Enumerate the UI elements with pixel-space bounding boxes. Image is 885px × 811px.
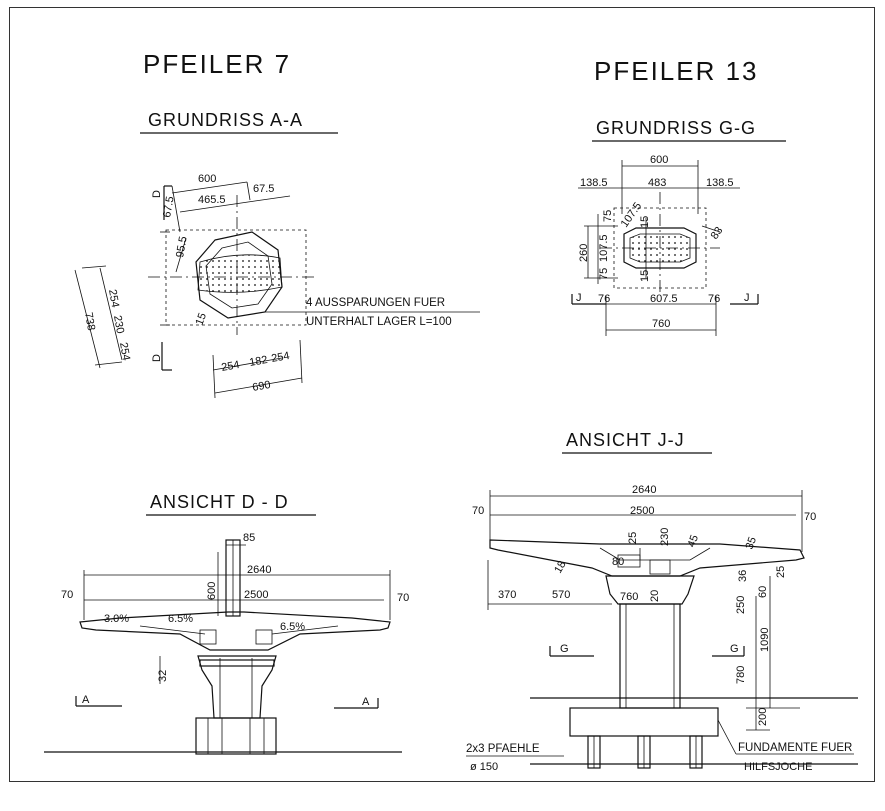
- foundation-label: FUNDAMENTE FUER: [738, 742, 852, 754]
- dim13-260: 260: [578, 244, 590, 262]
- pier13-plan-view: [571, 160, 759, 336]
- dim-2640: 2640: [247, 564, 271, 576]
- pier13-plan-title: GRUNDRISS G-G: [596, 118, 756, 138]
- dim13-1090: 1090: [759, 628, 771, 652]
- piles-diameter: ø 150: [470, 761, 498, 773]
- piles-label: 2x3 PFAEHLE: [466, 743, 540, 755]
- plan-note-1: 4 AUSSPARUNGEN FUER: [306, 297, 445, 309]
- dim-15: 15: [194, 311, 209, 327]
- dim13-83: 83: [709, 225, 726, 242]
- plan-note-2: UNTERHALT LAGER L=100: [306, 316, 452, 328]
- dim-254-a: 254: [106, 288, 121, 308]
- dim-230: 230: [111, 314, 126, 334]
- dim13-230: 230: [659, 528, 671, 546]
- dim-70-left: 70: [61, 589, 73, 601]
- sect-g-left: G: [560, 643, 569, 655]
- dim-32: 32: [157, 670, 169, 682]
- pier7-elevation-dims: 85 600 2640 2500 70 70 3.0% 6.5% 6.5% 32…: [61, 532, 409, 708]
- dim-738: 738: [82, 311, 97, 331]
- dim-67-right: 67.5: [253, 183, 274, 195]
- dim13-60: 60: [757, 586, 769, 598]
- dim13-80: 80: [612, 556, 624, 568]
- slope-3: 3.0%: [104, 613, 129, 625]
- slope-6-5-a: 6.5%: [168, 613, 193, 625]
- dim13-18: 18: [552, 559, 569, 576]
- dim-690: 690: [251, 379, 271, 394]
- dim13-15-top: 15: [639, 216, 651, 228]
- sect-j-right: J: [744, 292, 750, 304]
- dim13-600: 600: [650, 154, 668, 166]
- pier7-plan-dims: 600 465.5 67.5 67.5 D D 95.5 254 230 254…: [82, 173, 452, 394]
- pier13-title: PFEILER 13: [594, 56, 759, 86]
- dim13-25: 25: [627, 532, 639, 544]
- dim-2500: 2500: [244, 589, 268, 601]
- dim13-70-left: 70: [472, 505, 484, 517]
- pier7-view-title: ANSICHT D - D: [150, 492, 289, 512]
- dim13-35: 35: [744, 535, 759, 551]
- dim13-75-top: 75: [602, 210, 614, 222]
- dim13-36: 36: [737, 570, 749, 582]
- dim-b254-a: 254: [220, 359, 240, 374]
- dim13-780: 780: [735, 666, 747, 684]
- pier13-elevation-dims: 2640 70 2500 70 25 230 45 35 18 80 25 36…: [466, 484, 852, 773]
- dim13-138-right: 138.5: [706, 177, 734, 189]
- sect-g-right: G: [730, 643, 739, 655]
- dim13-20: 20: [649, 590, 661, 602]
- slope-6-5-b: 6.5%: [280, 621, 305, 633]
- pier7-plan-title: GRUNDRISS A-A: [148, 110, 303, 130]
- dim-70-right: 70: [397, 592, 409, 604]
- dim-67-left: 67.5: [161, 195, 177, 218]
- dim13-76-right: 76: [708, 293, 720, 305]
- dim-600: 600: [198, 173, 216, 185]
- dim13-2500: 2500: [630, 505, 654, 517]
- pier7-plan-view: [74, 181, 480, 399]
- dim13-250: 250: [735, 596, 747, 614]
- dim13-760-v: 760: [620, 591, 638, 603]
- dim-600-v: 600: [206, 582, 218, 600]
- dim13-2640: 2640: [632, 484, 656, 496]
- sect-j-left: J: [576, 292, 582, 304]
- drawing-frame: [9, 7, 875, 782]
- dim-b254-b: 254: [270, 350, 290, 365]
- dim-85: 85: [243, 532, 255, 544]
- pier7-elevation: [44, 539, 402, 755]
- dim13-483: 483: [648, 177, 666, 189]
- pier7-title: PFEILER 7: [143, 49, 291, 79]
- foundation-label-2: HILFSJOCHE: [744, 761, 812, 773]
- dim-465: 465.5: [198, 194, 226, 206]
- dim13-107-left: 107.5: [598, 234, 610, 262]
- dim13-15-bottom: 15: [639, 270, 651, 282]
- dim13-25b: 25: [775, 566, 787, 578]
- dim13-75-bottom: 75: [598, 268, 610, 280]
- sect-d-top: D: [151, 190, 163, 198]
- dim-95: 95.5: [174, 235, 190, 258]
- dim13-370: 370: [498, 589, 516, 601]
- dim-254-b: 254: [117, 341, 132, 361]
- dim-b182: 182: [248, 354, 268, 369]
- dim13-200: 200: [757, 708, 769, 726]
- dim13-70-right: 70: [804, 511, 816, 523]
- dim13-45: 45: [686, 533, 701, 549]
- dim13-607: 607.5: [650, 293, 678, 305]
- dim13-76-left: 76: [598, 293, 610, 305]
- sect-a-left: A: [82, 694, 90, 706]
- pier13-view-title: ANSICHT J-J: [566, 430, 685, 450]
- dim13-138-left: 138.5: [580, 177, 608, 189]
- dim13-570: 570: [552, 589, 570, 601]
- sect-d-bottom: D: [151, 354, 163, 362]
- dim13-760: 760: [652, 318, 670, 330]
- pier13-elevation: [466, 490, 858, 769]
- sect-a-right: A: [362, 696, 370, 708]
